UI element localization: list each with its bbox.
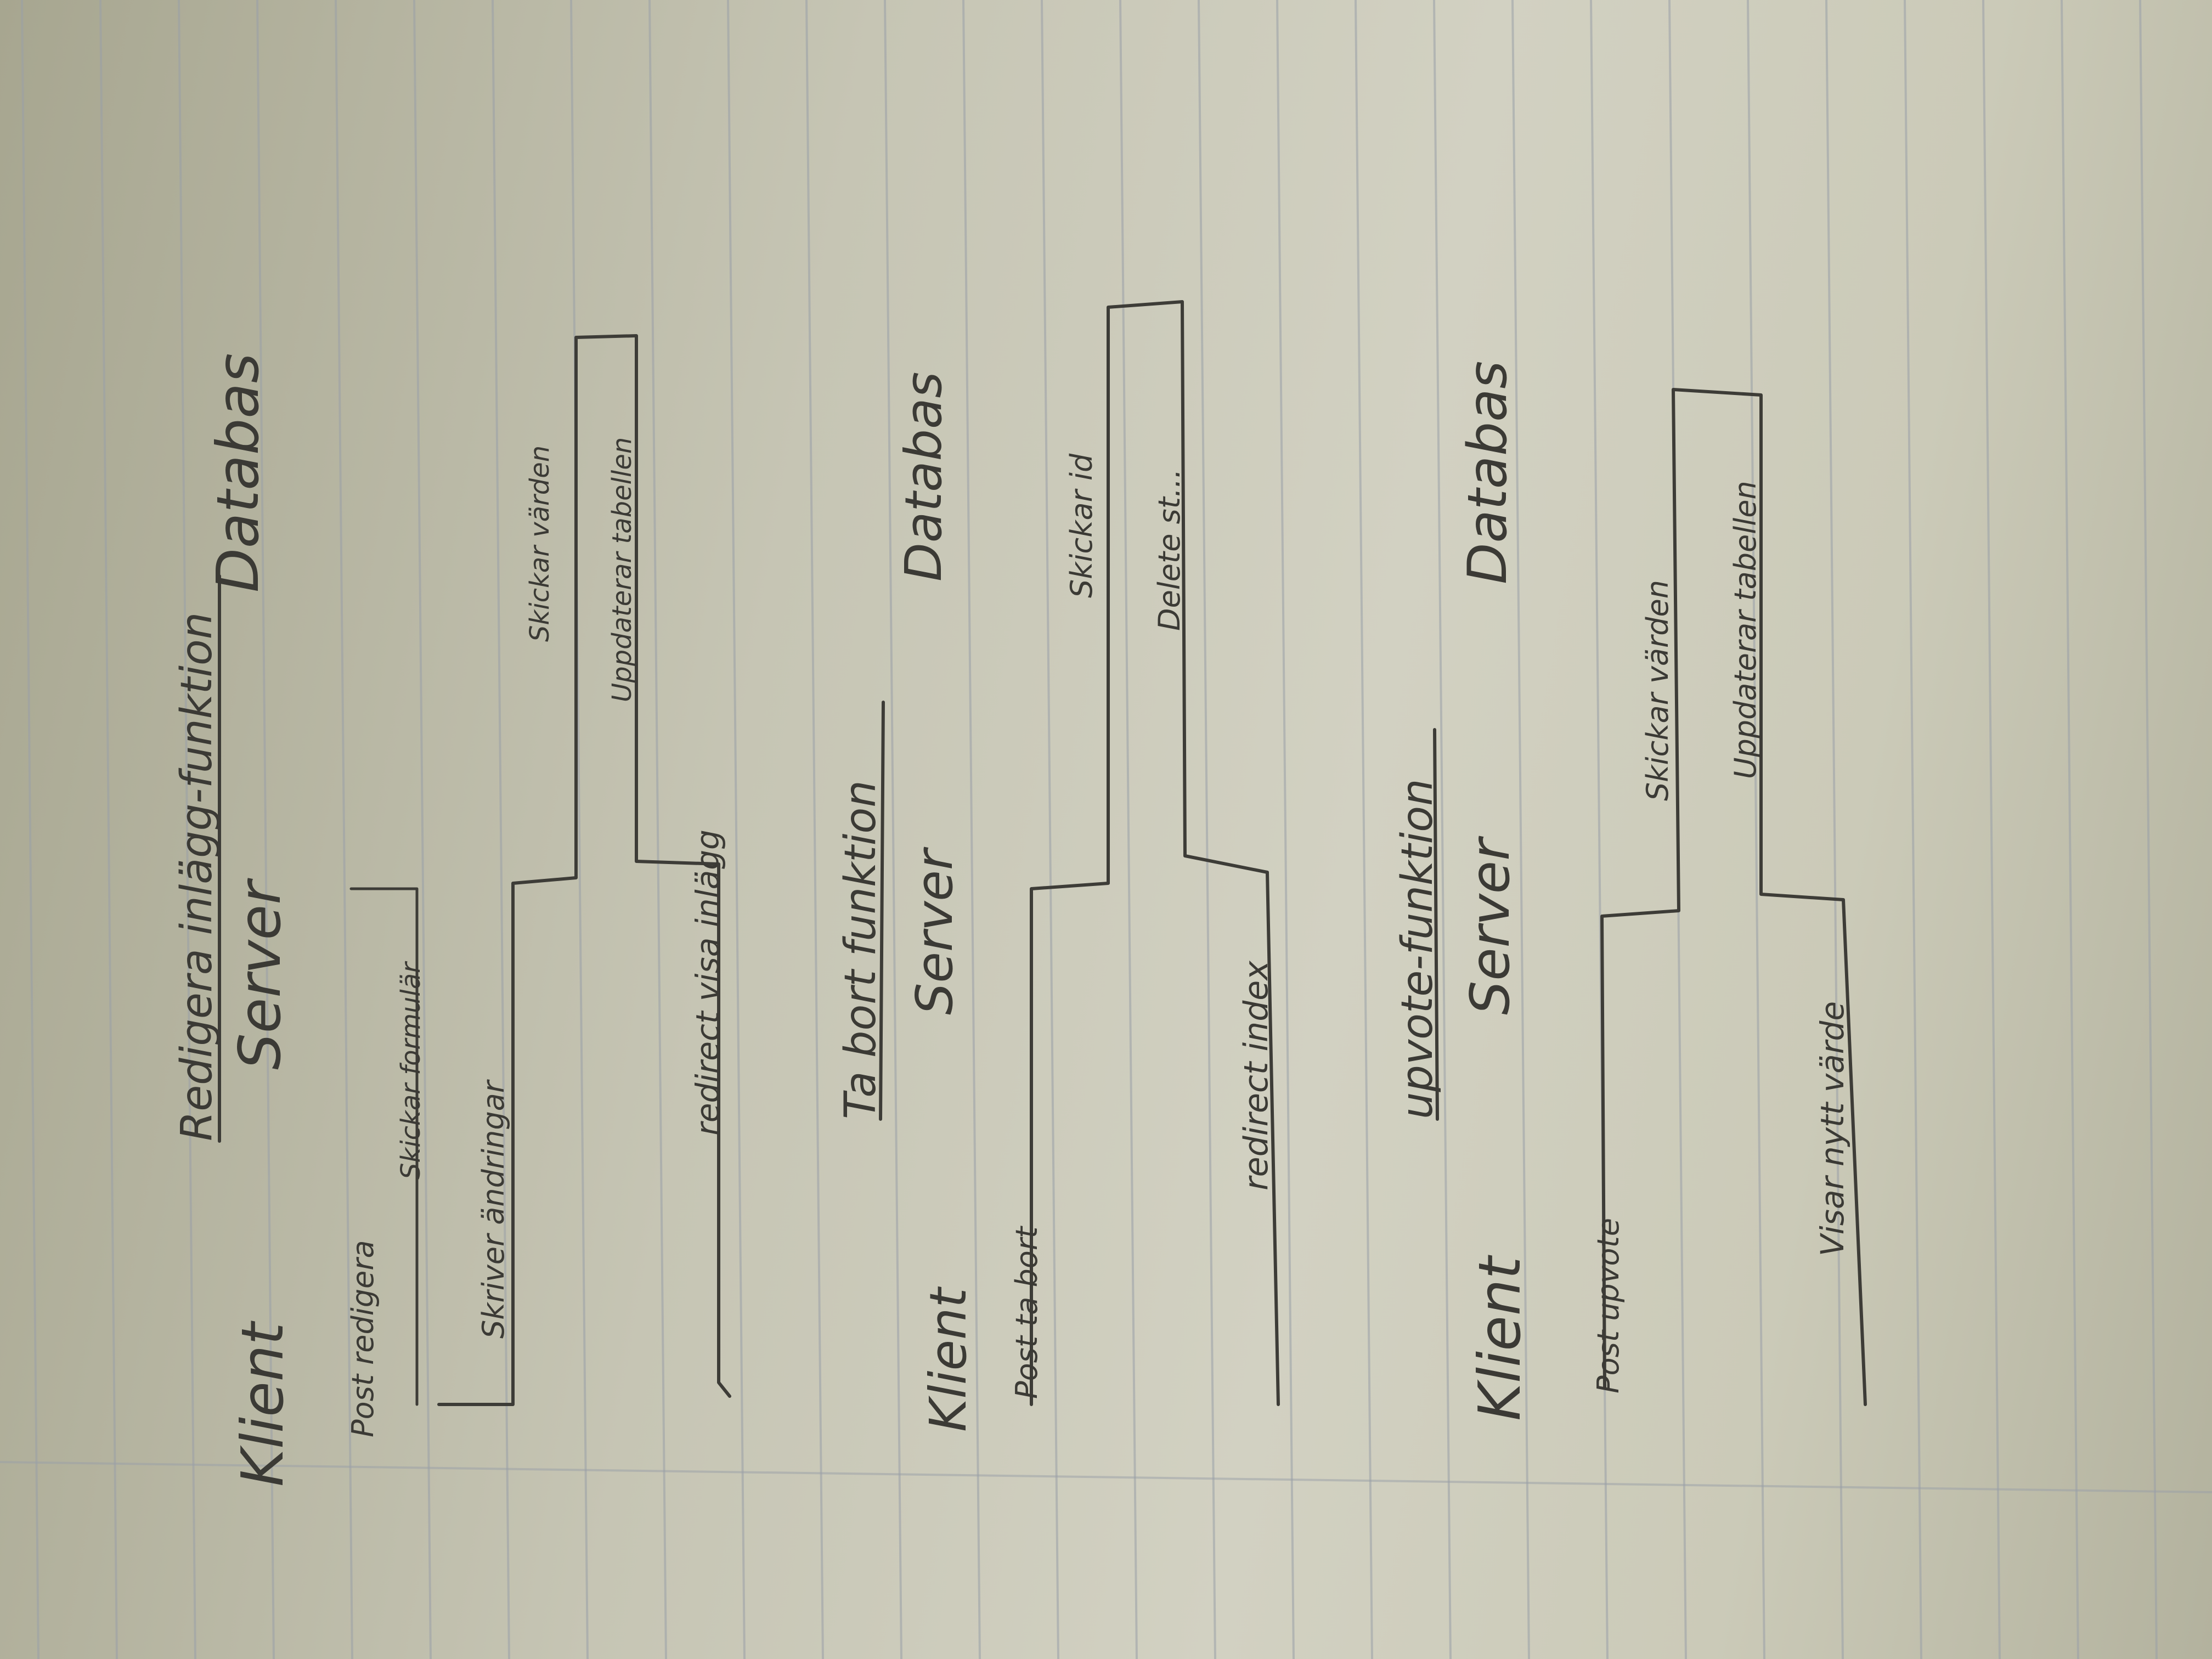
diagram-3-lane-databas: Databas xyxy=(1457,361,1519,584)
diagram-1-msg-4: Skickar värden xyxy=(524,445,555,642)
ruled-line xyxy=(2139,0,2158,1659)
diagram-3-msg-1: Post upvote xyxy=(1591,1218,1626,1393)
diagram-1-lane-server: Server xyxy=(227,878,294,1070)
ruled-line xyxy=(570,0,589,1659)
ruled-line xyxy=(884,0,902,1659)
ruled-line xyxy=(1433,0,1452,1659)
diagram-1-lane-klient: Klient xyxy=(229,1321,296,1487)
ruled-line xyxy=(727,0,746,1659)
diagram-2-title-underline xyxy=(879,701,885,1121)
diagram-1-title: Redigera inlägg-funktion xyxy=(172,612,222,1141)
diagram-1: Redigera inlägg-funktion Klient Server D… xyxy=(172,334,731,1487)
ruled-line xyxy=(648,0,667,1659)
diagram-1-msg-1: Post redigera xyxy=(346,1240,380,1437)
diagram-2-msg-3: Delete st... xyxy=(1152,469,1187,631)
diagram-2-lane-databas: Databas xyxy=(894,372,953,582)
ruled-line xyxy=(256,0,275,1659)
ruled-line xyxy=(1041,0,1059,1659)
diagram-3-msg-4: Visar nytt värde xyxy=(1814,1001,1851,1256)
ruled-line xyxy=(335,0,353,1659)
ruled-line xyxy=(962,0,981,1659)
ruled-lines xyxy=(21,0,2158,1659)
ruled-line xyxy=(492,0,510,1659)
diagram-1-msg-5: Uppdaterar tabellen xyxy=(607,437,637,702)
ruled-line xyxy=(1747,0,1765,1659)
diagram-1-msg-3: Skriver ändringar xyxy=(476,1079,511,1339)
diagram-3-activation-path xyxy=(1600,388,1867,1406)
diagram-2-msg-4: redirect index xyxy=(1237,961,1276,1190)
ruled-line xyxy=(1355,0,1373,1659)
diagram-2: Ta bort funktion Klient Server Databas P… xyxy=(836,300,1280,1432)
diagram-1-activation-path xyxy=(437,334,731,1406)
diagram-1-msg-2: Skickar formulär xyxy=(396,961,426,1180)
ruled-line xyxy=(1511,0,1530,1659)
diagram-1-msg-6: redirect visa inlägg xyxy=(689,830,726,1136)
diagram-2-title: Ta bort funktion xyxy=(836,780,885,1119)
ruled-line xyxy=(1276,0,1295,1659)
diagram-2-lane-klient: Klient xyxy=(919,1286,978,1432)
diagram-3-msg-3: Uppdaterar tabellen xyxy=(1728,481,1763,779)
diagram-3-lane-klient: Klient xyxy=(1466,1255,1533,1421)
ruled-line xyxy=(413,0,432,1659)
diagram-2-lane-server: Server xyxy=(905,847,964,1015)
ruled-line xyxy=(1198,0,1216,1659)
ruled-line xyxy=(805,0,824,1659)
ruled-line xyxy=(178,0,196,1659)
diagram-2-msg-2: Skickar id xyxy=(1064,453,1099,598)
diagram-3-lane-server: Server xyxy=(1459,836,1522,1015)
ruled-line xyxy=(1119,0,1138,1659)
ruled-line xyxy=(1590,0,1609,1659)
ruled-line xyxy=(1982,0,2001,1659)
diagram-3-msg-2: Skickar värden xyxy=(1640,580,1675,801)
diagram-2-activation-path xyxy=(1030,300,1280,1406)
ruled-line xyxy=(21,0,40,1659)
ruled-line xyxy=(99,0,118,1659)
diagram-1-lane-databas: Databas xyxy=(205,353,272,592)
diagram-1-client-line xyxy=(349,887,419,1406)
diagram-3-title-underline xyxy=(1433,728,1439,1121)
ruled-line xyxy=(2061,0,2079,1659)
diagram-2-msg-1: Post ta bort xyxy=(1009,1226,1044,1399)
margin-line xyxy=(0,1461,2212,1493)
ruled-line xyxy=(1904,0,1922,1659)
diagram-3: upvote-funktion Klient Server Databas Po… xyxy=(1393,361,1867,1421)
ruled-line xyxy=(1825,0,1844,1659)
